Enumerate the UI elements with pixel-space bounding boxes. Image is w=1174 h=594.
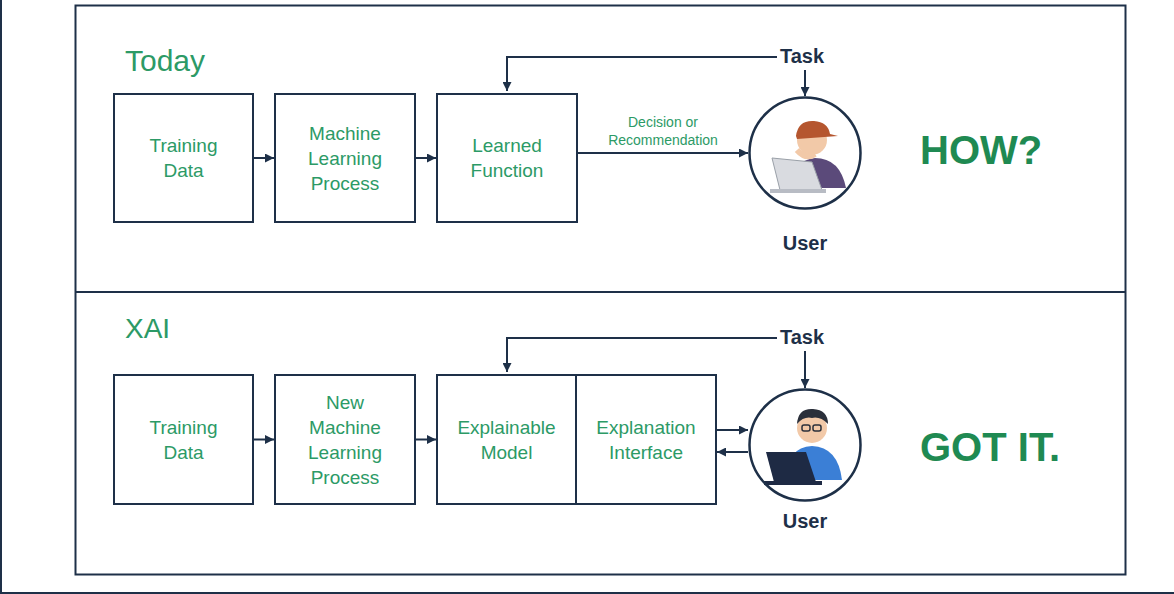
- process-box: Training Data: [113, 374, 254, 505]
- panel-label: Task: [780, 326, 824, 349]
- flow-arrow: [717, 429, 748, 431]
- task-leader: [507, 338, 777, 372]
- hair: [797, 409, 828, 424]
- confused-user-figure: [770, 121, 846, 193]
- laptop-base: [764, 481, 822, 485]
- cap: [796, 121, 838, 139]
- laptop: [766, 452, 816, 482]
- panel-border: [76, 6, 1126, 575]
- box-label: Training Data: [131, 133, 237, 183]
- box-label: Machine Learning Process: [292, 121, 398, 196]
- process-box: Explainable Model: [436, 374, 577, 505]
- panel-label: Today: [125, 44, 205, 78]
- task-leader: [804, 70, 806, 96]
- panel-divider: [75, 291, 1126, 293]
- edge-label: Decision or Recommendation: [593, 113, 733, 149]
- user-label: User: [728, 232, 882, 255]
- glasses: [813, 425, 821, 431]
- flow-arrow: [416, 439, 436, 441]
- flow-arrow: [254, 439, 274, 441]
- user-circle: User: [748, 388, 862, 502]
- task-leader: [804, 351, 806, 388]
- panel-label: Task: [780, 45, 824, 68]
- process-box: New Machine Learning Process: [274, 374, 416, 505]
- outer-border: [0, 592, 1174, 594]
- panel-label: GOT IT.: [920, 425, 1060, 470]
- glasses: [802, 425, 810, 431]
- flow-arrow: [416, 157, 436, 159]
- box-label: Explanation Interface: [593, 415, 699, 465]
- hand: [797, 150, 815, 156]
- process-box: Training Data: [113, 93, 254, 223]
- laptop: [772, 158, 822, 190]
- user-label: User: [728, 510, 882, 533]
- panel-label: XAI: [125, 313, 170, 345]
- happy-user-figure: [764, 409, 842, 485]
- process-box: Learned Function: [436, 93, 578, 223]
- task-leader: [507, 57, 777, 91]
- flow-arrow: [254, 157, 274, 159]
- flow-arrow: [717, 451, 748, 453]
- process-box: Explanation Interface: [575, 374, 717, 505]
- circle-outline: [750, 390, 861, 501]
- process-box: Machine Learning Process: [274, 93, 416, 223]
- box-label: Learned Function: [454, 133, 560, 183]
- outer-border: [0, 0, 2, 594]
- box-label: Explainable Model: [454, 415, 560, 465]
- circle-outline: [748, 388, 862, 502]
- box-label: New Machine Learning Process: [292, 390, 398, 490]
- flow-arrow: [578, 152, 748, 154]
- user-circle: User: [748, 96, 862, 210]
- circle-outline: [748, 96, 862, 210]
- panel-label: HOW?: [920, 128, 1042, 173]
- box-label: Training Data: [131, 415, 237, 465]
- laptop-base: [770, 189, 826, 193]
- circle-outline: [750, 98, 861, 209]
